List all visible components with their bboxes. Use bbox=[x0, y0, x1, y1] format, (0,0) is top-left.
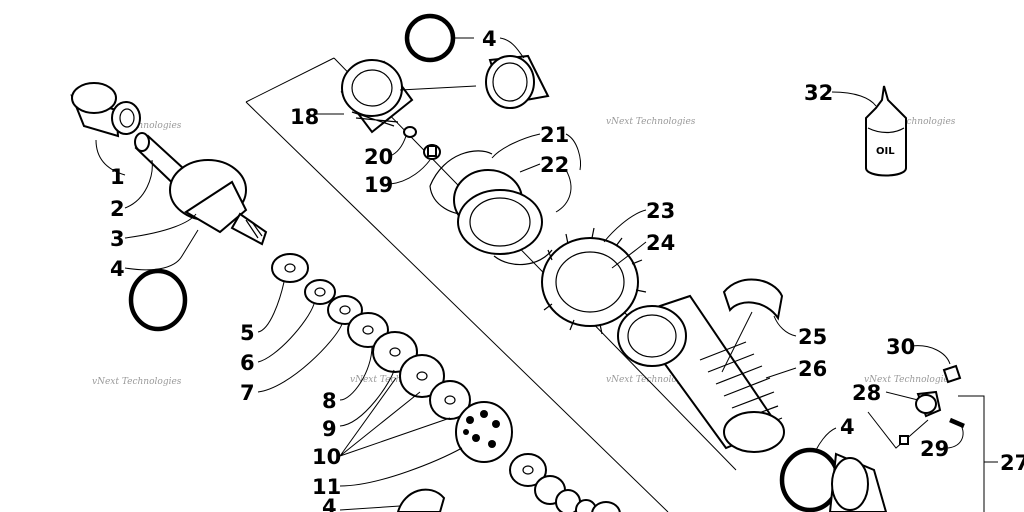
o-ring-right bbox=[779, 447, 841, 512]
lower-shims bbox=[509, 453, 621, 512]
callout-4-bottom: 4 bbox=[322, 495, 337, 512]
leader-lines bbox=[95, 37, 964, 511]
callout-5: 5 bbox=[240, 321, 255, 345]
o-ring-top bbox=[404, 13, 456, 63]
lower-ring-part bbox=[396, 488, 446, 512]
callout-6: 6 bbox=[240, 351, 255, 375]
callout-32: 32 bbox=[804, 81, 833, 105]
shaft-eyelet-part bbox=[134, 132, 268, 246]
callout-4-top: 4 bbox=[482, 27, 497, 51]
callout-10: 10 bbox=[312, 445, 341, 469]
callout-11: 11 bbox=[312, 475, 341, 499]
callout-4-left: 4 bbox=[110, 257, 125, 281]
shim-stack bbox=[271, 253, 471, 420]
callout-4-right: 4 bbox=[840, 415, 855, 439]
callout-7: 7 bbox=[240, 381, 255, 405]
callout-23: 23 bbox=[646, 199, 675, 223]
callout-8: 8 bbox=[322, 389, 337, 413]
callout-25: 25 bbox=[798, 325, 827, 349]
callout-26: 26 bbox=[798, 357, 827, 381]
watermark-text-2: vNext Technologies bbox=[606, 117, 696, 127]
callout-22: 22 bbox=[540, 153, 569, 177]
callout-18: 18 bbox=[290, 105, 319, 129]
callout-9: 9 bbox=[322, 417, 337, 441]
valve-screw bbox=[423, 144, 441, 160]
oil-label: OIL bbox=[876, 146, 895, 157]
callout-3: 3 bbox=[110, 227, 125, 251]
callout-1: 1 bbox=[110, 165, 125, 189]
watermark-text-4: vNext Technologies bbox=[92, 377, 182, 387]
callout-21: 21 bbox=[540, 123, 569, 147]
small-o-ring bbox=[403, 126, 417, 138]
lock-ring-part bbox=[541, 227, 647, 335]
bushing-part bbox=[70, 82, 141, 138]
callout-29: 29 bbox=[920, 437, 949, 461]
callout-20: 20 bbox=[364, 145, 393, 169]
o-ring-left bbox=[128, 268, 188, 332]
body-tube-part bbox=[617, 294, 785, 453]
rings-21-22 bbox=[429, 150, 553, 266]
sleeve-part bbox=[722, 278, 784, 321]
callout-27: 27 bbox=[1000, 451, 1024, 475]
band-part bbox=[485, 54, 550, 109]
valve-cap-part bbox=[942, 364, 962, 384]
watermark-text-7: vNext Technologies bbox=[864, 375, 954, 385]
assembly-bracket bbox=[245, 57, 998, 512]
callout-28: 28 bbox=[852, 381, 881, 405]
seal-head-part bbox=[340, 59, 414, 134]
valve-part bbox=[899, 390, 942, 445]
watermark-text-3: vNext Technologies bbox=[866, 117, 956, 127]
reservoir-cap-part bbox=[828, 452, 888, 512]
callout-30: 30 bbox=[886, 335, 915, 359]
callout-19: 19 bbox=[364, 173, 393, 197]
watermark-text-6: vNext Technologies bbox=[606, 375, 696, 385]
oil-bottle-part: OIL bbox=[865, 85, 907, 177]
valve-core-part bbox=[949, 417, 965, 429]
piston-part bbox=[455, 401, 513, 463]
callout-2: 2 bbox=[110, 197, 125, 221]
callout-24: 24 bbox=[646, 231, 675, 255]
callout-labels: 1 2 3 4 5 6 7 8 9 10 11 4 4 18 20 19 21 … bbox=[110, 27, 1024, 512]
